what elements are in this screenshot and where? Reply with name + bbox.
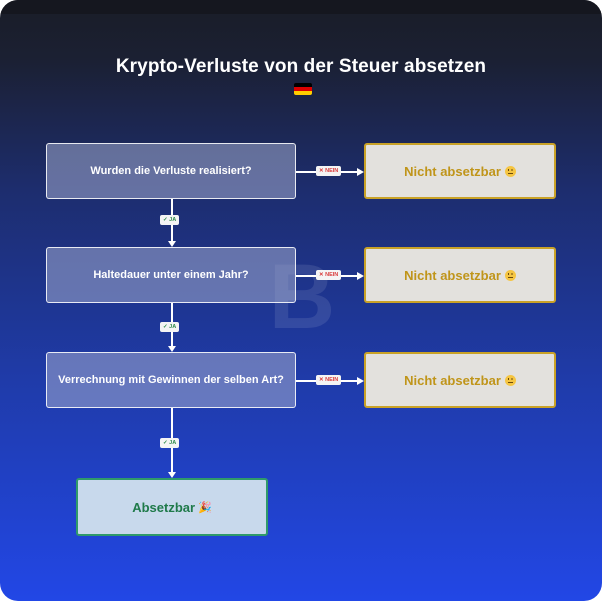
- outcome-label: Nicht absetzbar: [404, 163, 501, 179]
- tag-no: ✕ NEIN: [316, 375, 342, 385]
- german-flag-icon: [294, 83, 312, 95]
- sad-face-icon: [504, 374, 516, 386]
- question-box-realized: Wurden die Verluste realisiert?: [46, 143, 296, 199]
- question-box-holding-period: Haltedauer unter einem Jahr?: [46, 247, 296, 303]
- tag-yes: ✓ JA: [160, 438, 180, 448]
- tag-no: ✕ NEIN: [316, 166, 342, 176]
- arrowhead-right-icon: [357, 376, 364, 385]
- question-label: Verrechnung mit Gewinnen der selben Art?: [58, 374, 284, 386]
- party-popper-icon: 🎉: [198, 501, 212, 514]
- arrowhead-down-icon: [168, 346, 176, 352]
- chart-title: Krypto-Verluste von der Steuer absetzen: [115, 56, 487, 77]
- sad-face-icon: [504, 269, 516, 281]
- outcome-label: Nicht absetzbar: [404, 372, 501, 388]
- outcome-deductible: Absetzbar 🎉: [76, 478, 268, 536]
- arrowhead-down-icon: [168, 472, 176, 478]
- tag-yes: ✓ JA: [160, 322, 180, 332]
- arrowhead-down-icon: [168, 241, 176, 247]
- question-label: Wurden die Verluste realisiert?: [90, 165, 252, 177]
- outcome-label: Nicht absetzbar: [404, 267, 501, 283]
- tag-no: ✕ NEIN: [316, 270, 342, 280]
- outcome-not-deductible-1: Nicht absetzbar: [364, 143, 556, 199]
- top-strip: [0, 0, 602, 14]
- arrowhead-right-icon: [357, 167, 364, 176]
- sad-face-icon: [504, 165, 516, 177]
- question-label: Haltedauer unter einem Jahr?: [93, 269, 249, 281]
- outcome-not-deductible-2: Nicht absetzbar: [364, 247, 556, 303]
- tag-yes: ✓ JA: [160, 215, 180, 225]
- arrowhead-right-icon: [357, 271, 364, 280]
- outcome-not-deductible-3: Nicht absetzbar: [364, 352, 556, 408]
- question-box-offsetting: Verrechnung mit Gewinnen der selben Art?: [46, 352, 296, 408]
- outcome-label: Absetzbar: [132, 499, 196, 515]
